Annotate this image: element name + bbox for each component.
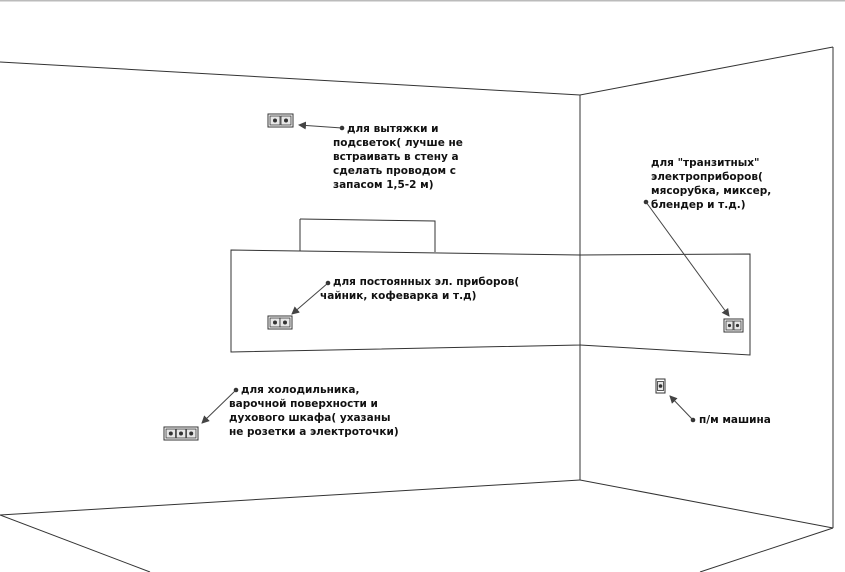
transit-annotation: для "транзитных" электроприборов( мясору… (643, 157, 771, 317)
floor-front-right-edge (699, 527, 834, 572)
appliances-label-line-4: не розетки а электроточки) (229, 426, 399, 438)
floor-front-edge (0, 514, 151, 572)
hood-label-line-5: запасом 1,5-2 м) (333, 179, 434, 191)
double-socket-icon (267, 315, 293, 330)
hood-label-line-3: встраивать в стену а (333, 151, 459, 163)
countertop-annotation: для постоянных эл. приборов( чайник, коф… (291, 276, 519, 315)
hood-box (299, 218, 436, 252)
appliances-annotation: для холодильника, варочной поверхности и… (201, 384, 399, 438)
backsplash-right (579, 253, 751, 356)
appliances-label-line-1: для холодильника, (241, 384, 359, 396)
countertop-label-line-2: чайник, кофеварка и т.д) (320, 290, 476, 302)
right-floor-edge (579, 479, 834, 529)
triple-socket-icon (163, 426, 199, 441)
hood-annotation: для вытяжки и подсветок( лучше не встраи… (298, 121, 463, 191)
washer-annotation: п/м машина (669, 395, 771, 426)
hood-label-line-4: сделать проводом с (333, 165, 456, 177)
hood-label-line-2: подсветок( лучше не (333, 137, 463, 149)
appliances-label-line-3: духового шкафа( ухазаны (229, 412, 390, 424)
hood-label-line-1: для вытяжки и (347, 123, 438, 135)
transit-label-line-2: электроприборов( (651, 171, 763, 183)
transit-label-line-4: блендер и т.д.) (651, 199, 746, 211)
right-wall-top-edge (579, 46, 834, 96)
double-socket-icon (267, 113, 294, 128)
single-socket-icon (655, 378, 666, 394)
washer-label: п/м машина (699, 414, 771, 426)
top-edge (0, 0, 845, 2)
double-socket-icon (723, 318, 744, 333)
left-wall-top-edge (0, 61, 581, 96)
countertop-label-line-1: для постоянных эл. приборов( (333, 276, 519, 288)
appliances-label-line-2: варочной поверхности и (229, 398, 378, 410)
transit-label-line-3: мясорубка, миксер, (651, 185, 771, 197)
left-floor-edge (0, 479, 581, 516)
transit-label-line-1: для "транзитных" (651, 157, 760, 169)
